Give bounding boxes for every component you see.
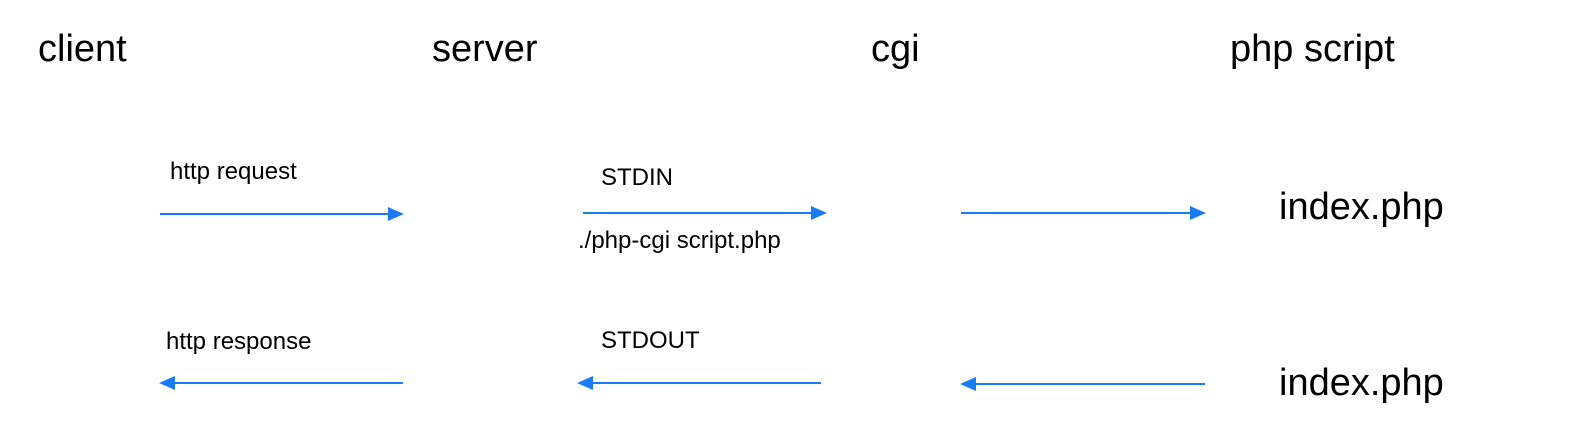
response-file-label: index.php	[1279, 362, 1444, 404]
column-header-cgi: cgi	[871, 28, 920, 70]
request-file-label: index.php	[1279, 186, 1444, 228]
php-cgi-command-label: ./php-cgi script.php	[578, 227, 781, 254]
arrow-server-to-client	[159, 376, 403, 390]
stdin-label: STDIN	[601, 164, 673, 191]
column-header-php-script: php script	[1230, 28, 1395, 70]
arrow-cgi-to-server	[577, 376, 821, 390]
column-header-server: server	[432, 28, 538, 70]
arrow-server-to-cgi	[583, 206, 827, 220]
http-request-label: http request	[170, 158, 297, 185]
arrow-client-to-server	[160, 207, 404, 221]
stdout-label: STDOUT	[601, 327, 700, 354]
http-response-label: http response	[166, 328, 312, 355]
column-header-client: client	[38, 28, 127, 70]
arrow-cgi-to-php-script	[961, 206, 1206, 220]
arrow-php-script-to-cgi	[960, 377, 1205, 391]
